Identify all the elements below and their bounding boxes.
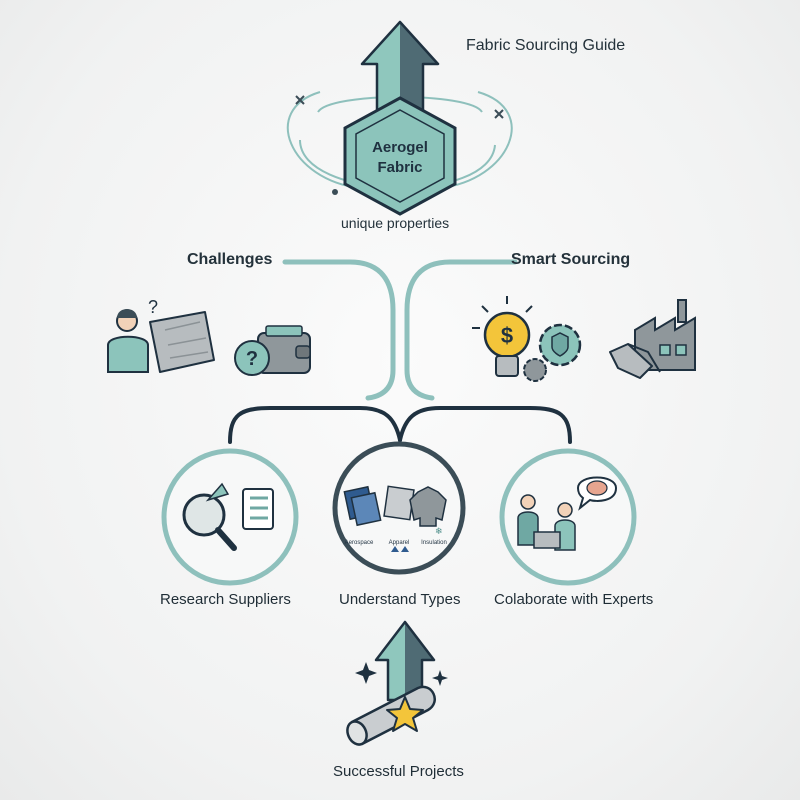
handshake-factory-icon [609, 299, 696, 379]
outcome-label: Successful Projects [333, 763, 464, 780]
guide-title: Fabric Sourcing Guide [466, 37, 626, 54]
step-collaborate-label: Colaborate with Experts [494, 591, 654, 608]
hexagon-subtitle: unique properties [341, 215, 450, 231]
svg-text:?: ? [148, 297, 158, 317]
svg-text:$: $ [501, 323, 513, 348]
confused-person-icon: ? [107, 297, 158, 373]
sparkle-icon-bottom [355, 662, 448, 686]
rocket-icon [205, 482, 230, 502]
hex-title-line1: Aerogel [372, 139, 428, 156]
branch-smart-sourcing-label: Smart Sourcing [511, 251, 631, 268]
fabric-sheet-icon [149, 311, 215, 373]
brain-speech-bubble-icon [576, 476, 618, 511]
step-circle-research [161, 448, 299, 586]
type-label-insulation: Insulation [421, 540, 447, 546]
step-understand-label: Understand Types [339, 591, 461, 608]
step-research-label: Research Suppliers [160, 591, 291, 608]
svg-text:?: ? [246, 348, 258, 370]
type-label-apparel: Apparel [389, 540, 410, 546]
brace-connector [228, 406, 572, 444]
sparkle-icon [295, 95, 504, 119]
snowflake-icon: ❄ [435, 526, 443, 536]
experts-icon [517, 494, 576, 551]
jacket-icon [409, 486, 447, 527]
branch-challenges-label: Challenges [187, 251, 273, 268]
fabric-swatches-icon [343, 485, 415, 527]
orbit-dot [332, 189, 338, 195]
hex-title-line2: Fabric [377, 159, 422, 176]
fabric-roll-star-icon [346, 685, 436, 746]
type-label-aerospace: Aerospace [345, 540, 374, 546]
lightbulb-dollar-icon: $ [472, 296, 533, 377]
step-circle-experts [499, 448, 637, 586]
wallet-question-icon: ? [234, 325, 311, 376]
step-circle-types: ❄ Aerospace Apparel Insulation [332, 441, 466, 575]
magnifier-icon [182, 493, 226, 537]
gear-shield-icon [523, 323, 582, 382]
aerogel-hexagon: Aerogel Fabric [343, 96, 457, 216]
branch-connectors [282, 259, 518, 401]
